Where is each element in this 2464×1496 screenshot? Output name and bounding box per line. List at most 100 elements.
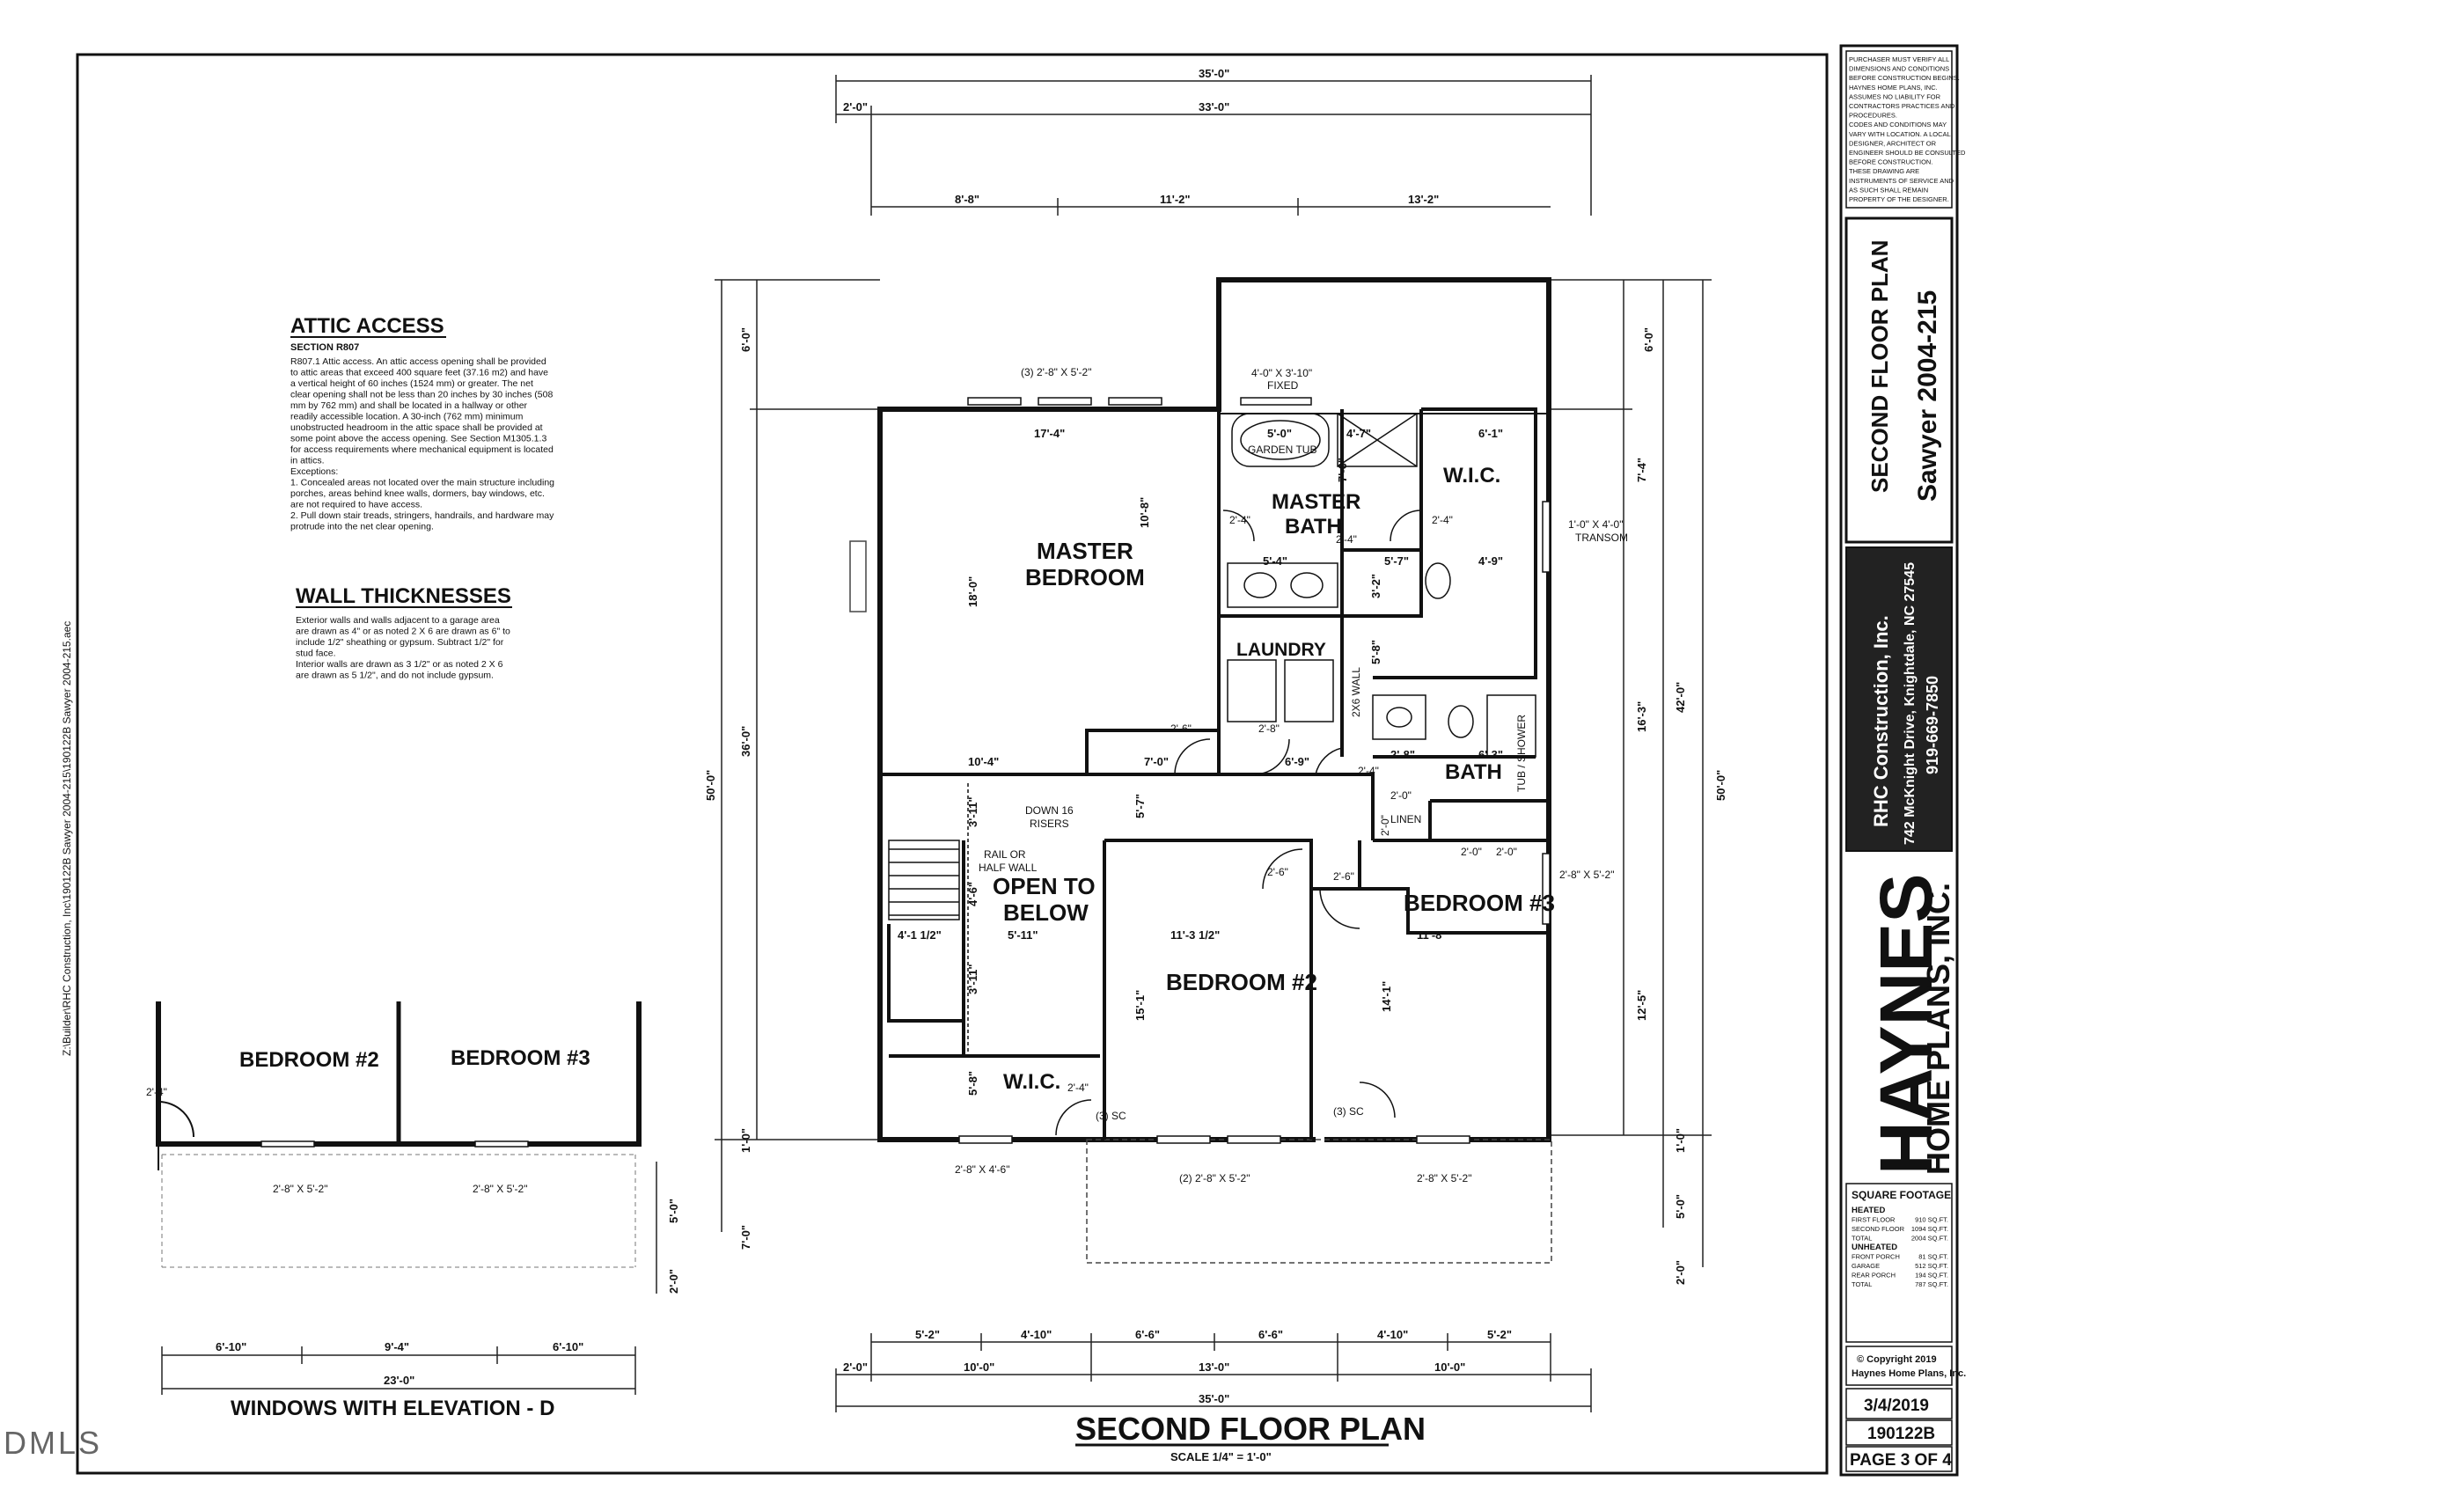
sqft-value: 194 SQ.FT.: [1915, 1272, 1948, 1280]
svg-text:TUB / SHOWER: TUB / SHOWER: [1515, 715, 1528, 792]
svg-text:5'-2": 5'-2": [1487, 1328, 1512, 1341]
svg-text:1'-0": 1'-0": [1674, 1128, 1687, 1153]
attic-note-line: clear opening shall not be less than 20 …: [290, 390, 553, 400]
attic-note-line: 1. Concealed areas not located over the …: [290, 478, 554, 488]
sqft-title: SQUARE FOOTAGE: [1852, 1189, 1951, 1201]
sqft-value: 1094 SQ.FT.: [1911, 1225, 1948, 1233]
svg-text:(3) SC: (3) SC: [1333, 1105, 1364, 1118]
svg-text:2'-0": 2'-0": [1496, 846, 1517, 858]
svg-text:2'-4": 2'-4": [1358, 765, 1379, 777]
job-number: 190122B: [1867, 1425, 1935, 1443]
attic-note-line: Exceptions:: [290, 466, 338, 477]
svg-text:2'-8" X 4'-6": 2'-8" X 4'-6": [955, 1163, 1009, 1176]
builder-address: 742 McKnight Drive, Knightdale, NC 27545: [1903, 562, 1918, 845]
second-floor-plan: 35'-0" 2'-0" 33'-0" 8'-8" 11'-2" 13'-2" …: [704, 67, 1727, 1463]
svg-text:LINEN: LINEN: [1390, 813, 1421, 825]
wall-thickness-notes: WALL THICKNESSES Exterior walls and wall…: [296, 584, 512, 681]
svg-text:10'-4": 10'-4": [968, 755, 999, 768]
sqft-label: UNHEATED: [1852, 1243, 1897, 1252]
room-mbath-1: MASTER: [1272, 490, 1360, 514]
svg-text:3'-11": 3'-11": [966, 796, 979, 827]
svg-text:2'-0": 2'-0": [843, 100, 868, 114]
svg-text:7'-0": 7'-0": [1144, 755, 1169, 768]
top-dimensions: 35'-0" 2'-0" 33'-0" 8'-8" 11'-2" 13'-2": [835, 67, 1592, 216]
svg-text:10'-8": 10'-8": [1138, 497, 1151, 528]
sqft-label: SECOND FLOOR: [1852, 1225, 1905, 1233]
svg-text:(3) 2'-8" X 5'-2": (3) 2'-8" X 5'-2": [1021, 366, 1091, 378]
copyright: © Copyright 2019: [1857, 1354, 1937, 1365]
elevation-dim-3: 6'-10": [553, 1340, 583, 1353]
elevation-bedroom3: BEDROOM #3: [451, 1046, 590, 1070]
fixtures: [1227, 413, 1536, 758]
svg-text:5'-7": 5'-7": [1384, 554, 1409, 568]
file-path: Z:\Builder\RHC Construction, Inc\190122B…: [61, 621, 73, 1056]
sheet-date: 3/4/2019: [1864, 1397, 1929, 1415]
svg-text:6'-0": 6'-0": [1642, 327, 1655, 352]
windows: [958, 397, 1551, 1144]
svg-text:1'-0" X 4'-0": 1'-0" X 4'-0": [1568, 518, 1623, 531]
disclaimer-line: PROCEDURES.: [1849, 112, 1897, 120]
attic-access-notes: ATTIC ACCESS SECTION R807 R807.1 Attic a…: [290, 314, 554, 532]
sqft-label: HEATED: [1852, 1206, 1885, 1215]
svg-text:5'-7": 5'-7": [1133, 794, 1147, 818]
svg-text:10'-0": 10'-0": [964, 1360, 994, 1374]
elevation-total: 23'-0": [384, 1374, 414, 1387]
svg-text:(3) SC: (3) SC: [1096, 1110, 1126, 1122]
elevation-dim-1: 6'-10": [216, 1340, 246, 1353]
attic-note-line: some point above the access opening. See…: [290, 434, 546, 444]
svg-text:35'-0": 35'-0": [1199, 67, 1229, 80]
svg-text:RAIL OR: RAIL OR: [984, 848, 1026, 861]
disclaimer-line: BEFORE CONSTRUCTION.: [1849, 158, 1932, 166]
elevation-win2: 2'-8" X 5'-2": [473, 1183, 527, 1195]
elevation-win1: 2'-8" X 5'-2": [273, 1183, 327, 1195]
svg-text:2'-8": 2'-8": [1390, 748, 1415, 761]
svg-text:HALF WALL: HALF WALL: [979, 862, 1038, 874]
room-wic: W.I.C.: [1443, 464, 1500, 488]
svg-text:6'-9": 6'-9": [1285, 755, 1309, 768]
disclaimer-line: AS SUCH SHALL REMAIN: [1849, 186, 1928, 194]
builder-name: RHC Construction, Inc.: [1870, 615, 1892, 827]
disclaimer-line: DESIGNER, ARCHITECT OR: [1849, 139, 1937, 147]
bottom-dimensions: 5'-2" 4'-10" 6'-6" 6'-6" 4'-10" 5'-2" 2'…: [835, 1328, 1592, 1412]
disclaimer-line: CONTRACTORS PRACTICES AND: [1849, 102, 1955, 110]
svg-text:4'-0" X 3'-10": 4'-0" X 3'-10": [1251, 367, 1312, 379]
inner-dimensions: 17'-4" 18'-0" 10'-4" 10'-8" 4'-7" 6'-1" …: [898, 427, 1517, 1096]
room-master-2: BEDROOM: [1025, 564, 1145, 590]
disclaimer-line: CODES AND CONDITIONS MAY: [1849, 121, 1947, 128]
plan-title: SECOND FLOOR PLAN: [1075, 1411, 1426, 1447]
wall-note-line: are drawn as 5 1/2", and do not include …: [296, 671, 494, 681]
svg-text:42'-0": 42'-0": [1674, 682, 1687, 713]
svg-text:2'-4": 2'-4": [1229, 514, 1250, 526]
disclaimer-line: DIMENSIONS AND CONDITIONS: [1849, 65, 1949, 73]
sqft-value: 2004 SQ.FT.: [1911, 1235, 1948, 1243]
svg-text:4'-6": 4'-6": [966, 882, 979, 906]
disclaimer-line: ASSUMES NO LIABILITY FOR: [1849, 92, 1941, 100]
svg-text:RISERS: RISERS: [1030, 818, 1069, 830]
door-swings: [1055, 510, 1422, 1136]
svg-text:11'-3 1/2": 11'-3 1/2": [1170, 928, 1220, 942]
attic-note-line: unobstructed headroom in the attic space…: [290, 422, 543, 433]
svg-text:8'-8": 8'-8": [955, 193, 979, 206]
svg-text:3'-11": 3'-11": [966, 964, 979, 994]
svg-text:6'-6": 6'-6": [1135, 1328, 1160, 1341]
svg-text:2'-6": 2'-6": [1267, 866, 1288, 878]
sheet-name: SECOND FLOOR PLAN: [1866, 240, 1893, 493]
svg-text:2'-6": 2'-6": [1170, 722, 1192, 735]
elevation-dim-2: 9'-4": [385, 1340, 409, 1353]
attic-note-line: for access requirements where mechanical…: [290, 444, 554, 455]
disclaimer-line: PURCHASER MUST VERIFY ALL: [1849, 55, 1949, 63]
watermark: DMLS: [4, 1425, 102, 1461]
page-number: PAGE 3 OF 4: [1850, 1451, 1952, 1470]
sqft-label: FIRST FLOOR: [1852, 1216, 1896, 1224]
builder-phone: 919-669-7850: [1924, 676, 1941, 774]
svg-text:6'-3": 6'-3": [1478, 748, 1503, 761]
room-open-1: OPEN TO: [993, 873, 1096, 899]
svg-text:(2) 2'-8" X 5'-2": (2) 2'-8" X 5'-2": [1179, 1172, 1250, 1184]
svg-text:2'-0": 2'-0": [1390, 789, 1412, 802]
svg-text:2'-0": 2'-0": [1674, 1260, 1687, 1285]
disclaimer-line: ENGINEER SHOULD BE CONSULTED: [1849, 149, 1966, 157]
room-bedroom2: BEDROOM #2: [1166, 969, 1317, 995]
svg-text:5'-2": 5'-2": [915, 1328, 940, 1341]
attic-note-line: a vertical height of 60 inches (1524 mm)…: [290, 378, 533, 389]
svg-text:DOWN 16: DOWN 16: [1025, 804, 1074, 817]
